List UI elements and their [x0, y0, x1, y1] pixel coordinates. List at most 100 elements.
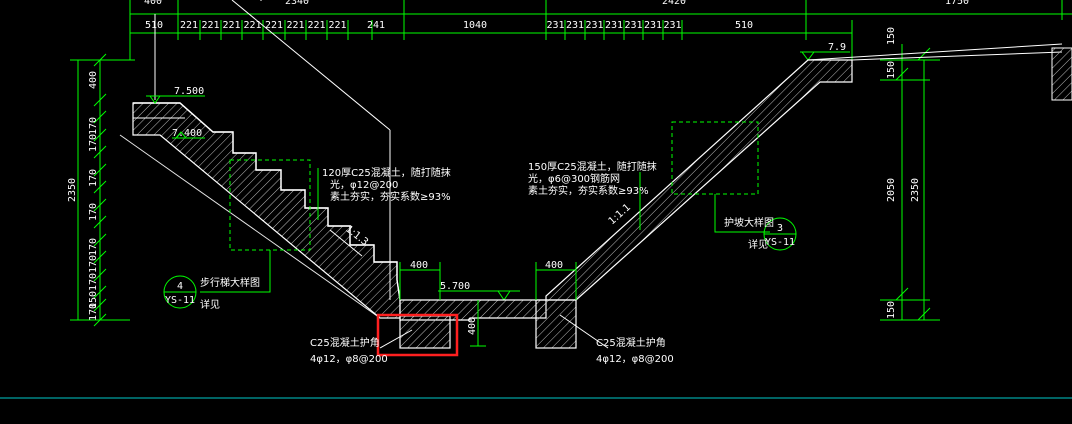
top-dim-label: 221: [180, 20, 198, 31]
top-dim-label: 221: [265, 20, 283, 31]
elevation-top-left: 7.500: [174, 86, 204, 97]
footing-height-left: 400: [467, 317, 478, 335]
left-staircase: [119, 102, 401, 319]
left-dim-tick: [93, 285, 107, 299]
channel-floor: [399, 299, 577, 349]
top-dim-2420: 2420: [662, 0, 686, 7]
footing-left-rebar: 4φ12，φ8@200: [310, 354, 388, 365]
left-dim-tick: [93, 110, 107, 124]
right-dim-150-bottom: 150: [886, 301, 897, 319]
left-dim-tick: [93, 163, 107, 177]
elevation-markers: [146, 51, 850, 301]
left-dim-tick: [93, 313, 107, 327]
detail-ref-left-num: 4: [177, 281, 183, 292]
left-dim-tick: [93, 268, 107, 282]
top-dim-label: 231: [566, 20, 584, 31]
left-dim-tick: [93, 250, 107, 264]
elevation-top-right: 7.9: [828, 42, 846, 53]
left-dim-tick: [93, 198, 107, 212]
detail-ref-right-label: 护坡大样图: [724, 216, 774, 229]
detail-ref-left-see: 详见: [200, 298, 220, 311]
top-dim-400: 400: [144, 0, 162, 7]
note-left-line3: 素土夯实，夯实系数≥93%: [330, 190, 451, 203]
left-dim-tick: [93, 215, 107, 229]
left-dim-label: 170: [88, 134, 99, 152]
left-dim-label: 150: [88, 291, 99, 309]
top-dim-label: 231: [644, 20, 662, 31]
top-dim-label: 221: [243, 20, 261, 31]
top-dim-label: 221: [307, 20, 325, 31]
footing-right-rebar: 4φ12，φ8@200: [596, 354, 674, 365]
top-dim-label: 1040: [463, 20, 487, 31]
footing-width-right: 400: [545, 260, 563, 271]
detail-ref-right-num: 3: [777, 223, 783, 234]
left-dim-total: 2350: [67, 178, 78, 202]
left-dim-ticks: [93, 53, 107, 327]
right-dim-150-second: 150: [886, 61, 897, 79]
right-dim-total: 2350: [910, 178, 921, 202]
top-dim-label: 241: [367, 20, 385, 31]
top-dim-2340: 2340: [285, 0, 309, 7]
stair-soffit: [119, 134, 381, 319]
top-dim-label: 221: [328, 20, 346, 31]
top-dim-label: 510: [735, 20, 753, 31]
top-dim-label: 231: [605, 20, 623, 31]
left-dim-tick: [93, 180, 107, 194]
top-dim-label: 221: [201, 20, 219, 31]
detail-ref-right-see: 详见: [748, 238, 768, 251]
note-right-line3: 素土夯实，夯实系数≥93%: [528, 184, 649, 197]
top-dim-label: 231: [546, 20, 564, 31]
left-dim-label: 170: [88, 169, 99, 187]
right-dim-150-top: 150: [886, 27, 897, 45]
detail-ref-right[interactable]: 3 YS-11: [763, 217, 797, 251]
left-dim-tick: [93, 93, 107, 107]
note-right-line2: 光，φ6@300钢筋网: [528, 172, 620, 185]
top-dim-label: 231: [624, 20, 642, 31]
top-dim-label: 221: [286, 20, 304, 31]
note-left-line1: 120厚C25混凝土，随打随抹: [322, 166, 451, 179]
left-dim-label: 170: [88, 203, 99, 221]
footing-width-left: 400: [410, 260, 428, 271]
note-right-line1: 150厚C25混凝土，随打随抹: [528, 160, 657, 173]
right-dim-labels: 150 150 2050 150 2350: [886, 27, 921, 319]
top-dim-label: 221: [222, 20, 240, 31]
top-dim-1750: 1750: [945, 0, 969, 7]
left-dimension-chain: [70, 59, 130, 321]
highlight-box[interactable]: [376, 313, 459, 357]
detail-ref-left[interactable]: 4 YS-11: [163, 275, 197, 309]
detail-ref-left-sheet: YS-11: [165, 295, 195, 306]
elevation-second-left: 7.400: [172, 128, 202, 139]
left-dim-label: 170: [88, 117, 99, 135]
stair-profile: [133, 102, 401, 301]
top-dim-label: 231: [585, 20, 603, 31]
detail-leaders: [200, 168, 770, 293]
left-dim-tick: [93, 298, 107, 312]
right-dimension-chain: [880, 44, 940, 321]
slope-arrow: [329, 229, 363, 257]
left-dim-label: 400: [88, 71, 99, 89]
leader-lines: [154, 0, 391, 300]
top-dim-ticks: [129, 20, 853, 40]
footing-left-title: C25混凝土护角: [310, 336, 380, 349]
left-dim-tick: [93, 128, 107, 142]
top-dim-label: 510: [145, 20, 163, 31]
right-dim-2050: 2050: [886, 178, 897, 202]
left-dim-label: 170: [88, 238, 99, 256]
elevation-bottom: 5.700: [440, 281, 470, 292]
left-dim-tick: [93, 233, 107, 247]
detail-ref-left-label: 步行梯大样图: [200, 276, 260, 289]
left-dim-tick: [93, 53, 107, 67]
detail-ref-right-sheet: YS-11: [765, 237, 795, 248]
left-dim-label: 170: [88, 255, 99, 273]
top-dim-row1-labels: 400 2340 2420 1750: [144, 0, 969, 7]
right-footing: [535, 299, 577, 349]
footing-label-leaders: [379, 314, 609, 349]
right-slope: [545, 43, 1072, 301]
left-dim-tick: [93, 145, 107, 159]
top-dim-label: 231: [663, 20, 681, 31]
footing-right-title: C25混凝土护角: [596, 336, 666, 349]
